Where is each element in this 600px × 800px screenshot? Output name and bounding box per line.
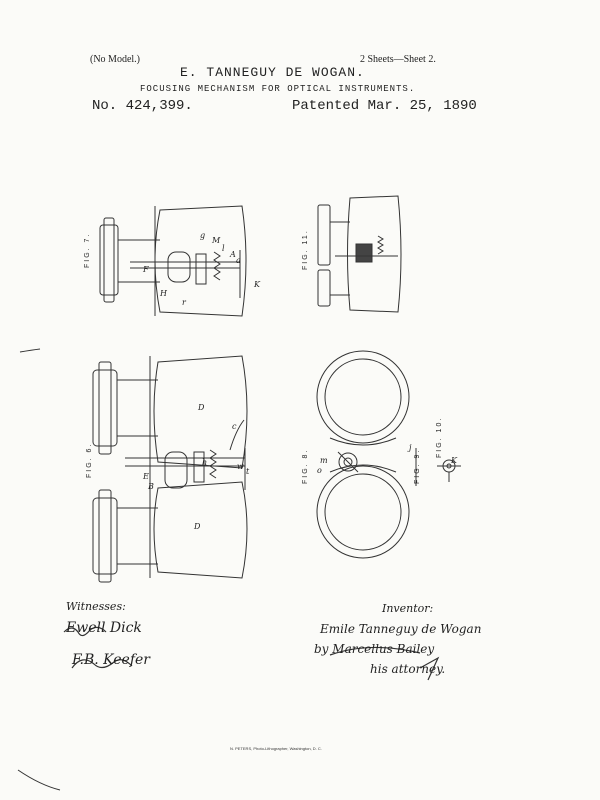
ref-t: t <box>246 467 250 476</box>
patent-date: Patented Mar. 25, 1890 <box>292 98 477 114</box>
attorney-flourish <box>329 646 421 656</box>
inventor-signature: Emile Tanneguy de Wogan <box>320 622 482 636</box>
ref-m: m <box>320 456 328 465</box>
inventor-name-heading: E. TANNEGUY DE WOGAN. <box>180 65 365 80</box>
attorney-by: by Marcellus Bailey <box>314 642 435 656</box>
ref-o: o <box>317 466 322 475</box>
ref-g: g <box>200 231 206 240</box>
ref-D-bottom: D <box>194 522 201 531</box>
fig7-drawing <box>99 205 247 317</box>
fig10-label: FIG. 10. <box>436 416 443 458</box>
fig11-label: FIG. 11. <box>302 229 309 270</box>
attorney-label: his attorney. <box>370 662 446 676</box>
witness1-flourish <box>63 626 107 637</box>
ref-H: H <box>160 289 167 298</box>
ref-B: B <box>148 482 154 491</box>
inventor-heading: Inventor: <box>382 602 434 615</box>
ref-r: r <box>182 298 186 307</box>
witness2-signature: F.B. Keefer <box>72 652 150 668</box>
ref-D-top: D <box>198 403 205 412</box>
patent-number: No. 424,399. <box>92 98 193 114</box>
ref-j: j <box>409 443 412 452</box>
fig8-drawing <box>316 350 410 559</box>
ref-w: w <box>237 462 244 471</box>
ref-K-fig10: K <box>451 456 457 465</box>
witnesses-heading: Witnesses: <box>66 600 126 613</box>
ref-K: K <box>254 280 260 289</box>
no-model-note: (No Model.) <box>90 54 140 65</box>
ref-c: c <box>232 422 237 431</box>
fig9-fig10-drawing <box>415 448 461 486</box>
ref-A: A <box>230 250 236 259</box>
ref-h: h <box>202 458 208 467</box>
printer-credit: N. PETERS, Photo-Lithographer, Washingto… <box>230 746 322 751</box>
margin-mark <box>17 769 61 791</box>
fig8-label: FIG. 8. <box>302 448 309 484</box>
patent-title: FOCUSING MECHANISM FOR OPTICAL INSTRUMEN… <box>140 84 416 94</box>
fig6-drawing <box>92 355 248 583</box>
attorney-flourish-tail <box>419 656 440 681</box>
sheets-note: 2 Sheets—Sheet 2. <box>360 54 436 65</box>
fig7-label: FIG. 7. <box>84 232 91 268</box>
ref-l: l <box>222 244 225 253</box>
witness1-signature: Ewell Dick <box>66 620 142 636</box>
fig9-label: FIG. 9. <box>414 448 421 484</box>
ref-F: F <box>143 265 149 274</box>
ref-E: E <box>143 472 149 481</box>
ref-a: a <box>236 256 241 265</box>
fig11-drawing <box>317 195 402 313</box>
margin-mark <box>19 348 41 353</box>
witness2-flourish <box>71 659 133 669</box>
ref-M: M <box>212 236 221 245</box>
fig6-label: FIG. 6. <box>86 442 93 478</box>
